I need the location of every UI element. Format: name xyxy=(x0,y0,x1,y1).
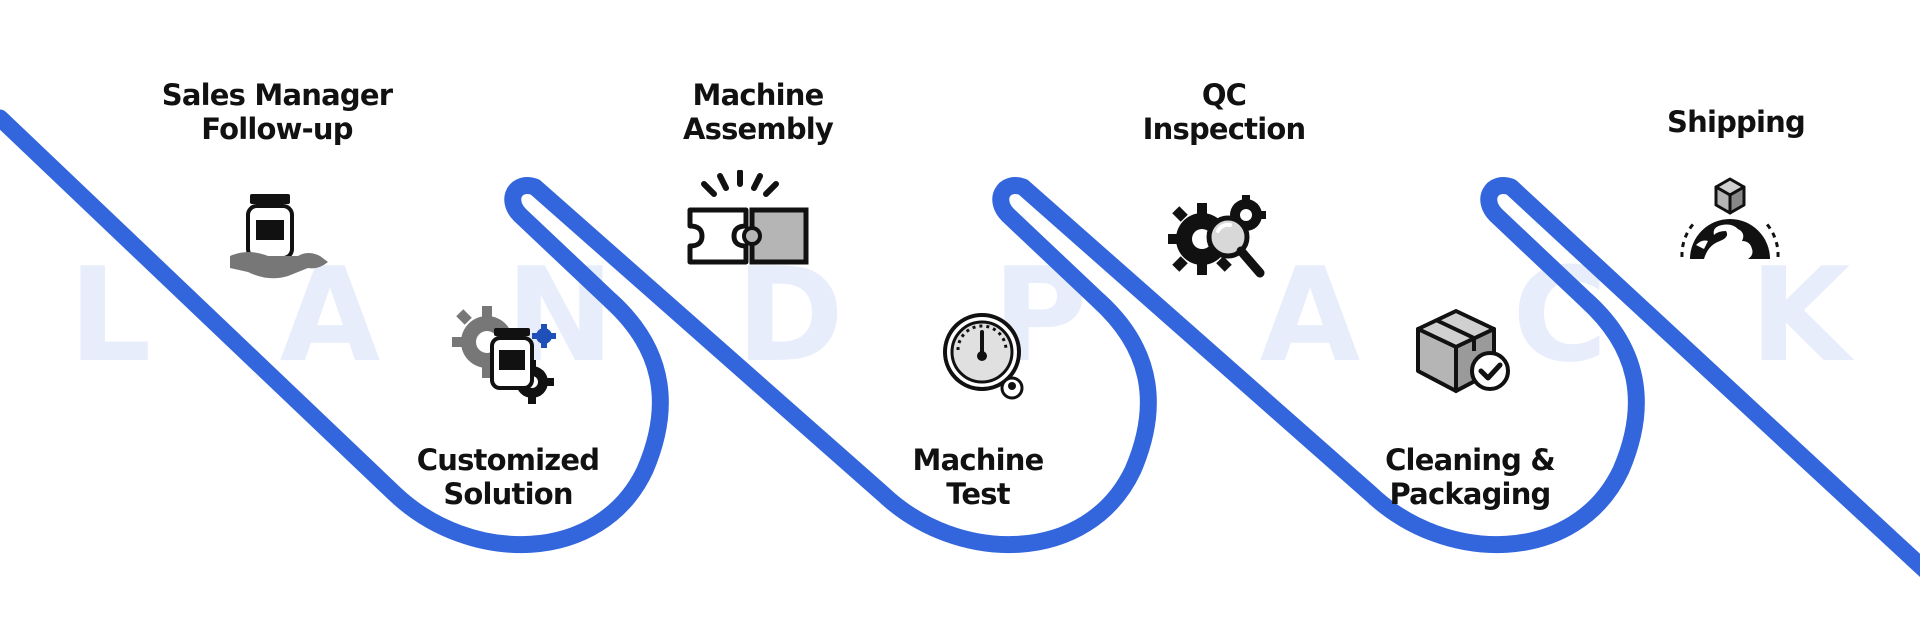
gauge-icon xyxy=(943,313,1024,400)
step-cleaning-packaging-label: Cleaning &Packaging xyxy=(1385,443,1556,511)
step-shipping-label: Shipping xyxy=(1667,105,1806,139)
gears-jar-icon xyxy=(452,306,556,404)
gear-magnifier-icon xyxy=(1168,195,1266,278)
box-check-icon xyxy=(1416,309,1510,393)
hand-jar-icon xyxy=(230,194,328,279)
watermark-letter: A xyxy=(1259,239,1361,391)
globe-box-icon xyxy=(1680,177,1780,259)
watermark-letter: K xyxy=(1749,239,1851,391)
process-path-curve xyxy=(0,109,1920,577)
puzzle-icon xyxy=(687,170,809,265)
watermark-letter: L xyxy=(68,239,152,391)
watermark-letter: D xyxy=(736,239,844,391)
